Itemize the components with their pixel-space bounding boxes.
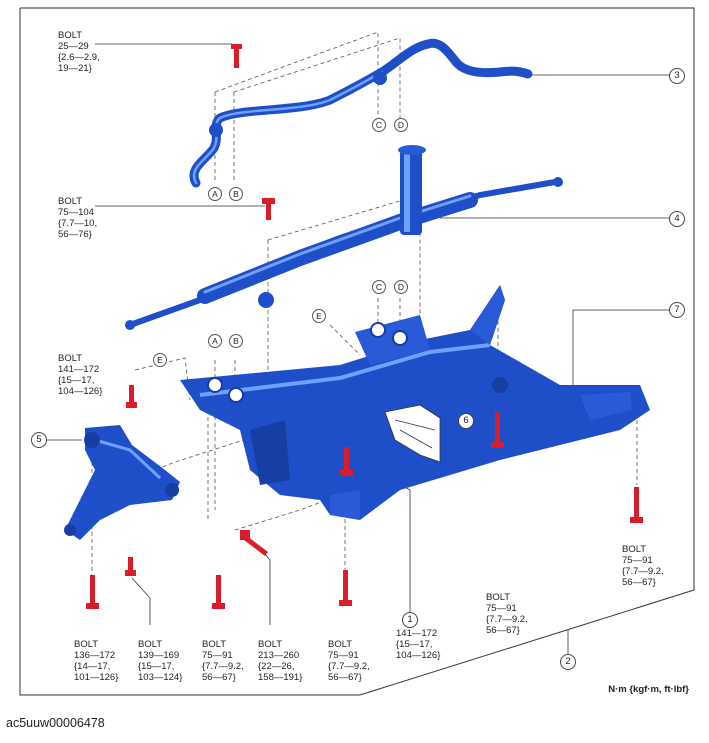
marker-c-lower: C <box>372 280 386 294</box>
callout-2: 2 <box>560 654 576 670</box>
bolt-label: BOLT 139—169 {15—17, 103—124} <box>138 639 183 683</box>
bolt-label: BOLT 25—29 {2.6—2.9, 19—21} <box>58 30 100 74</box>
torque-label-1: 141—172 {15—17, 104—126} <box>396 628 441 661</box>
lower-arm <box>64 425 180 540</box>
marker-d-lower: D <box>394 280 408 294</box>
front-crossmember <box>180 285 650 520</box>
marker-d: D <box>394 118 408 132</box>
marker-e: E <box>312 309 326 323</box>
bolt-label: BOLT 75—91 {7.7—9.2, 56—67} <box>202 639 244 683</box>
bolt-label: BOLT 75—91 {7.7—9.2, 56—67} <box>622 544 664 588</box>
marker-a: A <box>208 187 222 201</box>
marker-a-lower: A <box>208 334 222 348</box>
bracket <box>384 404 441 463</box>
callout-3: 3 <box>669 68 685 84</box>
bolt-label: BOLT 75—104 {7.7—10, 56—76} <box>58 196 98 240</box>
marker-b-lower: B <box>229 334 243 348</box>
leader-lines <box>45 43 670 655</box>
callout-5: 5 <box>31 432 47 448</box>
callout-7: 7 <box>669 302 685 318</box>
bolt-label: BOLT 136—172 {14—17, 101—126} <box>74 639 119 683</box>
unit-note: N·m {kgf·m, ft·lbf} <box>608 684 689 695</box>
bolt-label: BOLT 213—260 {22—26, 158—191} <box>258 639 303 683</box>
stabilizer-bar <box>189 38 533 188</box>
bolt-label: BOLT 75—91 {7.7—9.2, 56—67} <box>486 592 528 636</box>
bolt-label: BOLT 75—91 {7.7—9.2, 56—67} <box>328 639 370 683</box>
bolt-label: BOLT 141—172 {15—17, 104—126} <box>58 353 103 397</box>
marker-c: C <box>372 118 386 132</box>
marker-b: B <box>229 187 243 201</box>
callout-1: 1 <box>402 612 418 628</box>
image-code: ac5uuw00006478 <box>6 716 105 730</box>
marker-e-lower: E <box>153 353 167 367</box>
frame <box>19 7 695 696</box>
bolts <box>86 44 643 609</box>
callout-4: 4 <box>669 211 685 227</box>
steering-gear <box>125 145 563 330</box>
callout-6: 6 <box>458 413 474 429</box>
